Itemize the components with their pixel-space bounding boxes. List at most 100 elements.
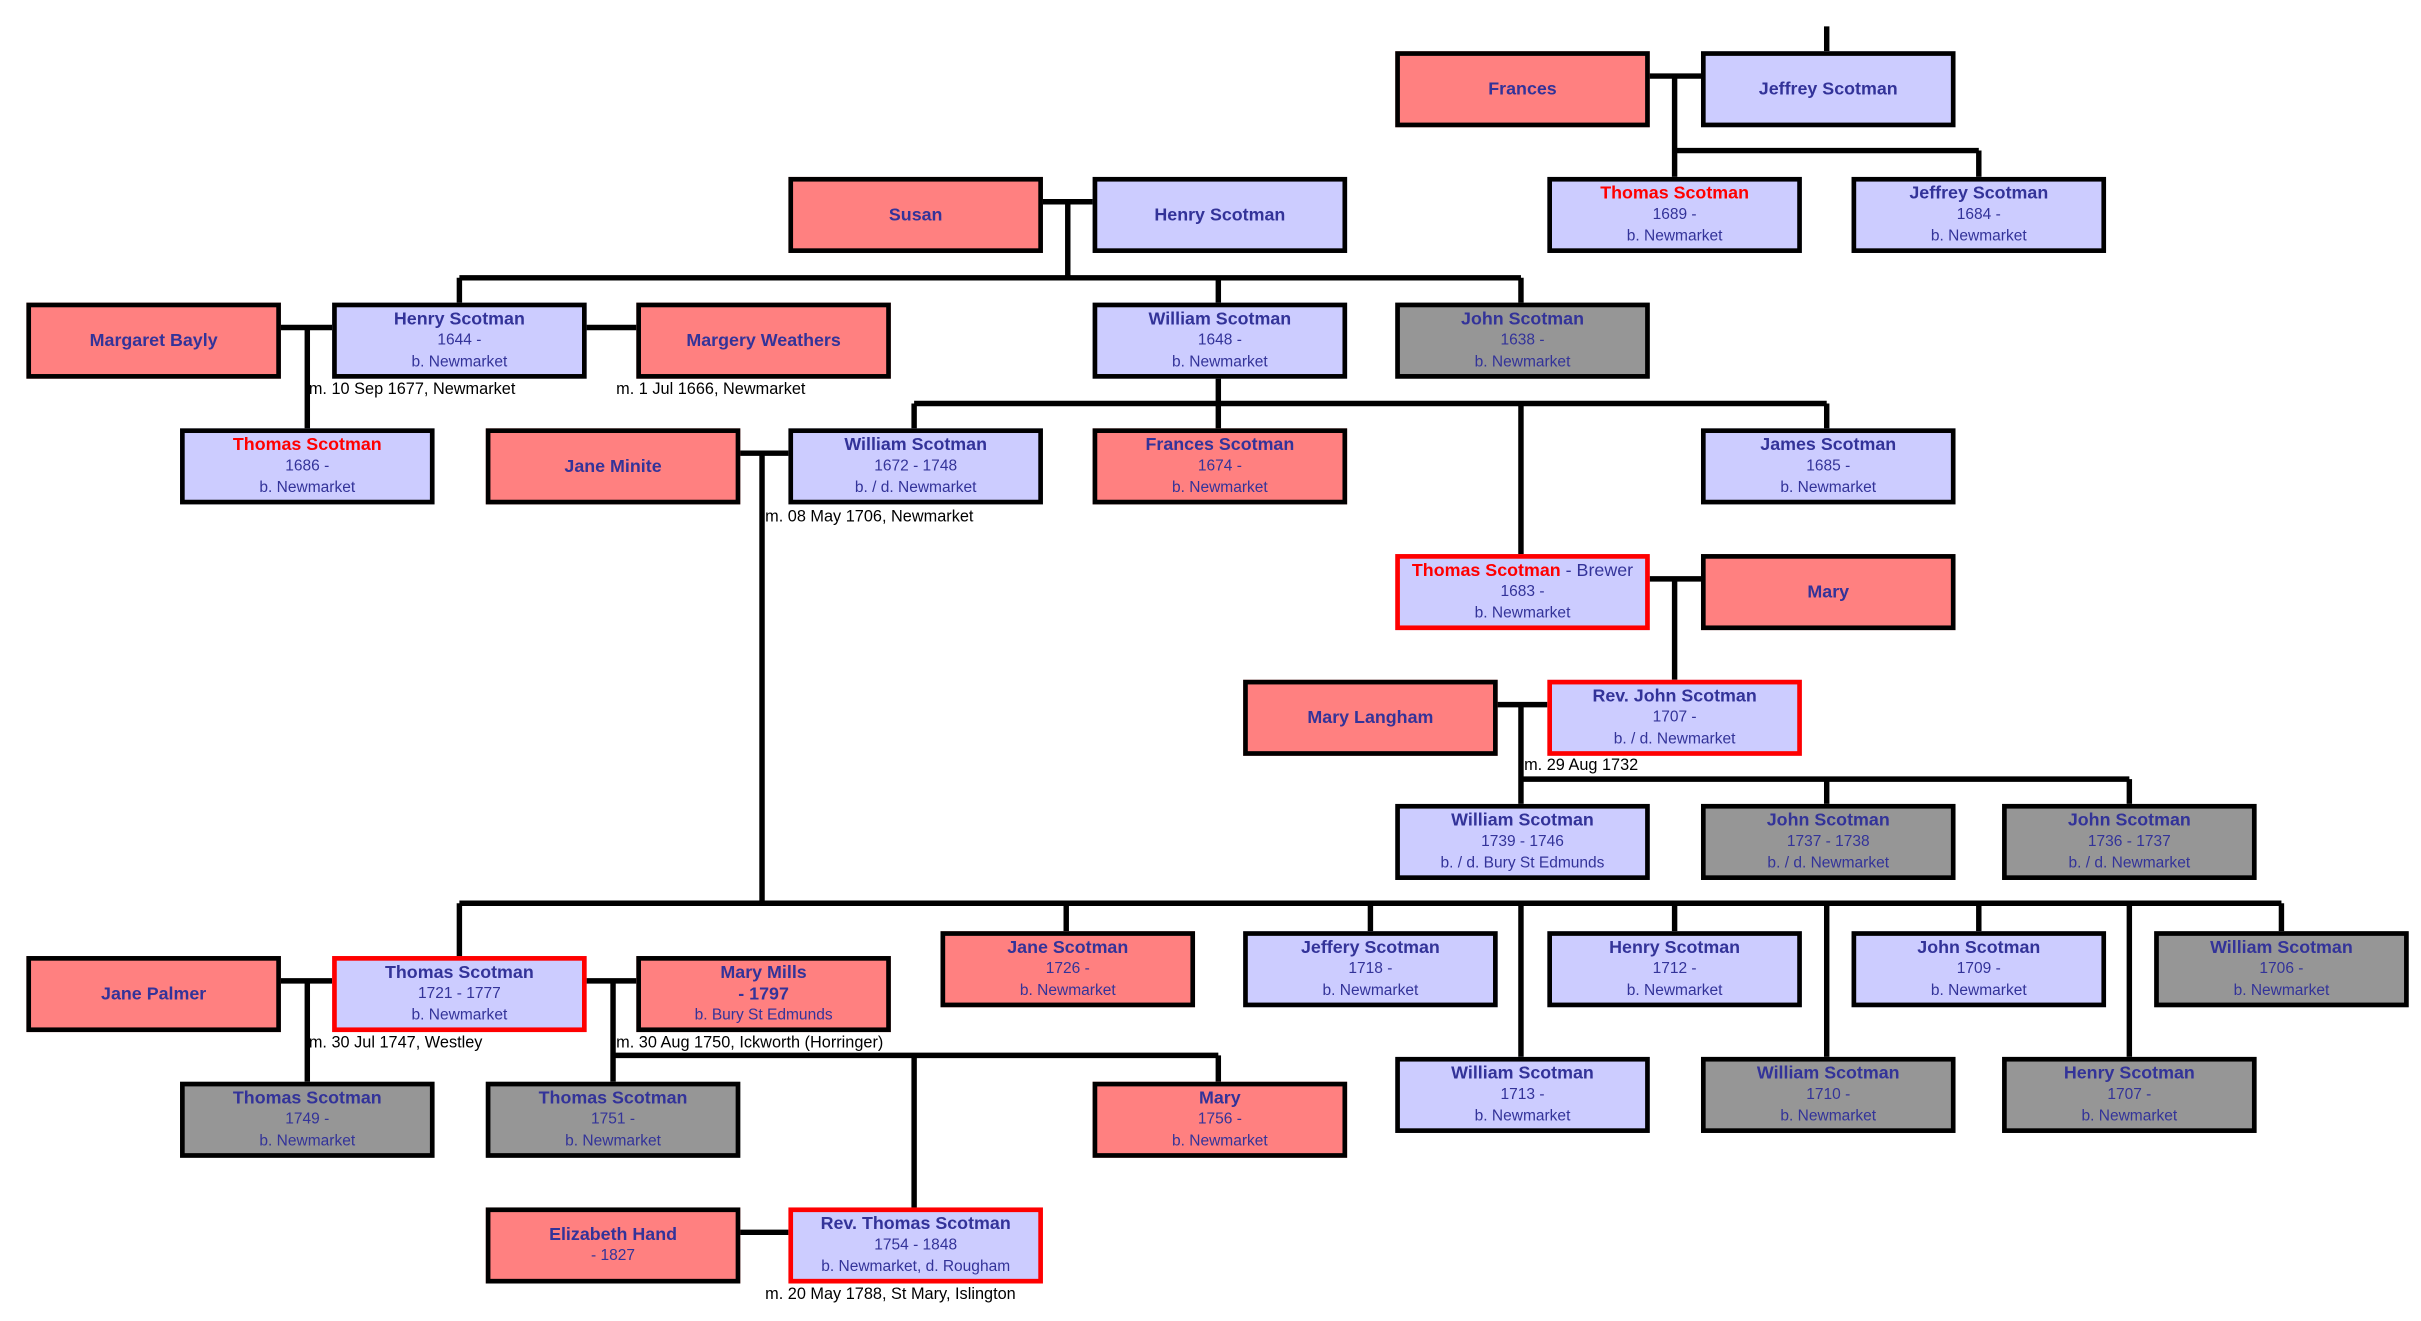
person-box[interactable]: Jane Palmer <box>26 956 281 1033</box>
person-place: b. Newmarket <box>1322 981 1419 999</box>
person-name: Frances Scotman <box>1145 434 1294 456</box>
person-place: b. Newmarket <box>259 1132 356 1150</box>
person-name-text: Jeffrey Scotman <box>1758 79 1898 99</box>
person-box[interactable]: Mary Langham <box>1243 679 1498 756</box>
person-place: b. Bury St Edmunds <box>694 1006 833 1024</box>
person-name: William Scotman <box>2210 937 2353 959</box>
person-place: b. Newmarket <box>565 1132 661 1150</box>
person-name-text: John Scotman <box>1461 309 1584 329</box>
person-name: Jane Scotman <box>1007 937 1128 959</box>
person-dates: 1706 - <box>2259 959 2304 977</box>
person-box[interactable]: Susan <box>788 176 1043 253</box>
person-name-text: Jane Palmer <box>101 984 207 1004</box>
person-name-text: John Scotman <box>2067 810 2191 830</box>
person-name-text: Thomas Scotman <box>232 1088 382 1108</box>
person-box[interactable]: Margery Weathers <box>636 302 891 379</box>
person-dates: 1709 - <box>1956 959 2001 977</box>
person-box[interactable]: Mary <box>1700 554 1956 631</box>
person-dates: 1683 - <box>1500 582 1545 600</box>
connector <box>456 199 1524 303</box>
person-dates: 1686 - <box>285 457 330 475</box>
person-dates: 1648 - <box>1197 331 1242 349</box>
person-name-text: Thomas Scotman <box>538 1088 688 1108</box>
person-name-text: William Scotman <box>1451 810 1594 830</box>
person-box[interactable]: Frances <box>1395 51 1650 128</box>
person-place: b. Newmarket <box>1172 353 1268 371</box>
person-place: b. Newmarket <box>1172 1132 1268 1150</box>
person-name-text: James Scotman <box>1760 435 1897 454</box>
person-box[interactable]: Mary 1756 - b. Newmarket <box>1092 1081 1348 1158</box>
person-dates: 1718 - <box>1348 959 1393 977</box>
person-name-text: William Scotman <box>1451 1063 1594 1083</box>
person-box[interactable]: Elizabeth Hand- 1827 <box>485 1207 741 1284</box>
person-name: Margaret Bayly <box>90 330 218 352</box>
person-name: Thomas Scotman <box>1600 182 1749 204</box>
person-name: Henry Scotman <box>2064 1062 2195 1084</box>
connector <box>280 324 637 429</box>
person-name: William Scotman <box>1451 1062 1594 1084</box>
person-name-text: Susan <box>888 205 943 225</box>
person-name-text: Frances Scotman <box>1145 435 1295 454</box>
person-name-text: Frances <box>1488 79 1557 99</box>
person-dates: 1739 - 1746 <box>1481 832 1564 850</box>
person-name: Rev. John Scotman <box>1592 685 1756 707</box>
person-box[interactable]: Margaret Bayly <box>26 302 281 379</box>
person-dates: 1756 - <box>1197 1110 1242 1128</box>
person-place: b. Newmarket, d. Rougham <box>821 1257 1011 1275</box>
person-name: Henry Scotman <box>1609 937 1740 959</box>
person-name: Mary <box>1199 1087 1241 1109</box>
person-dates: 1713 - <box>1500 1085 1545 1103</box>
person-name-text: Jeffrey Scotman <box>1909 183 2049 203</box>
person-box[interactable]: Jeffrey Scotman <box>1700 51 1956 128</box>
person-dates: 1712 - <box>1652 959 1697 977</box>
person-name: William Scotman <box>1757 1062 1900 1084</box>
person-place: b. Newmarket <box>1626 227 1723 245</box>
person-place: b. Newmarket <box>411 1006 508 1024</box>
person-name-text: Mary Mills <box>720 963 807 982</box>
person-name-text: Mary <box>1199 1088 1241 1108</box>
person-name-text: Margaret Bayly <box>89 331 218 350</box>
person-dates: 1721 - 1777 <box>417 984 501 1002</box>
marriage-label: m. 08 May 1706, Newmarket <box>765 507 974 527</box>
marriage-label: m. 29 Aug 1732 <box>1524 755 1639 775</box>
person-box[interactable]: Jane Minite <box>485 428 741 505</box>
person-name-text: Thomas Scotman <box>1411 561 1561 580</box>
person-dates: 1674 - <box>1197 457 1242 475</box>
person-dates: 1751 - <box>591 1110 636 1128</box>
person-box[interactable]: Henry Scotman <box>1092 176 1348 253</box>
person-name: Susan <box>889 204 943 226</box>
person-name: Jeffrey Scotman <box>1909 182 2048 204</box>
person-name-text: Rev. John Scotman <box>1592 686 1757 706</box>
person-box[interactable]: Thomas Scotman 1751 - b. Newmarket <box>485 1081 741 1158</box>
person-name: Jane Palmer <box>101 983 206 1005</box>
person-name: William Scotman <box>1149 308 1292 330</box>
connector <box>280 978 1222 1236</box>
